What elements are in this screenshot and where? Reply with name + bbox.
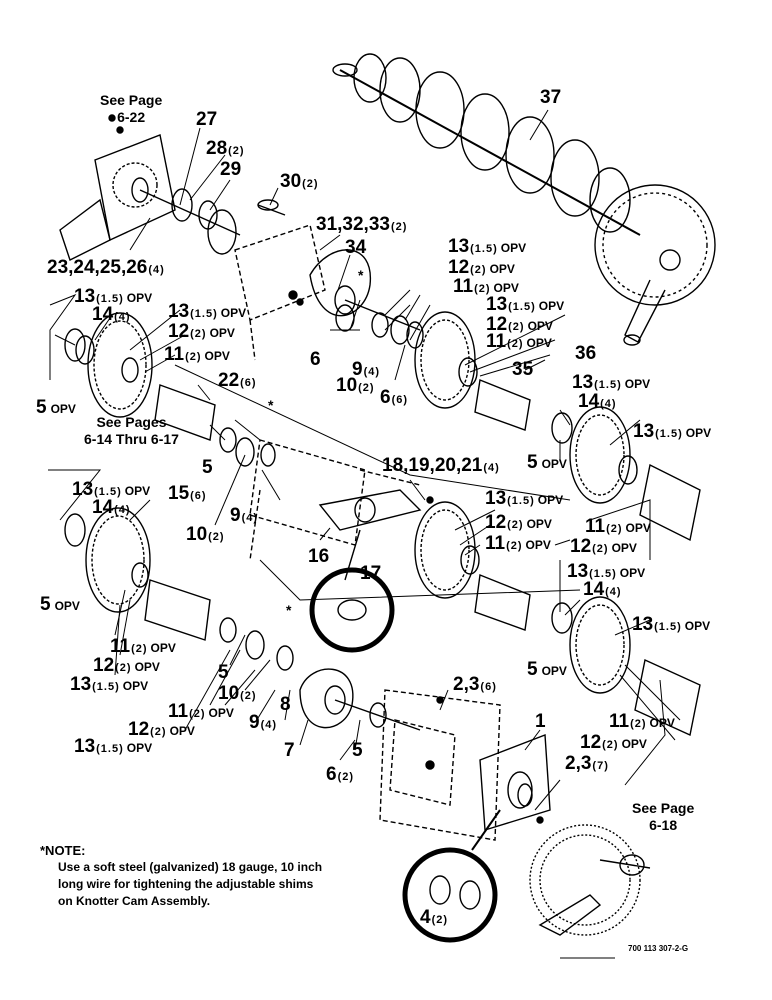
callout-13-d: 13(1.5)OPV [486,294,565,315]
callout-5-b: 5 [218,662,229,683]
knotter-disc-lower-center [414,501,480,599]
note-body: Use a soft steel (galvanized) 18 gauge, … [58,860,323,908]
knotter-disc-upper-left [64,312,153,418]
callout-8: 8 [280,694,291,715]
leader-lines [48,109,681,811]
callout-35: 35 [512,359,534,380]
callout-14-b: 14(4) [92,304,131,325]
callout-27: 27 [196,109,218,130]
lower-frame [379,689,501,841]
callout-28: 28(2) [206,138,245,159]
callout-11-b: 11(2)OPV [168,701,234,722]
callout-14-j: 14(4) [583,579,622,600]
callout-36: 36 [575,343,597,364]
callout-12-c: 12(2)OPV [168,321,235,342]
callout-37: 37 [540,87,562,108]
callout-12-j: 12(2)OPV [570,536,637,557]
callout-30: 30(2) [280,171,319,192]
callout-6-b: 6(6) [380,387,409,408]
callout-11-g: 11(2)OPV [485,533,551,554]
callout-13-e: 13(1.5)OPV [572,372,651,393]
knotter-body-upper [144,379,531,641]
frame-bracket-upper [234,224,326,361]
callout-5-c: 5 [352,740,363,761]
callout-18-19-20-21: 18,19,20,21(4) [382,455,500,476]
note-block: *NOTE: Use a soft steel (galvanized) 18 … [40,842,330,910]
callout-13-i: 13(1.5)OPV [70,674,149,695]
callout-13-h: 13(1.5)OPV [72,479,151,500]
callout-31-32-33: 31,32,33(2) [316,214,408,235]
callout-11-a: 11(2)OPV [453,276,519,297]
callout-11-j: 11(2)OPV [585,516,651,537]
callout-11-d: 11(2)OPV [486,331,552,352]
reference-page-6-18: See Page 6-18 [632,800,695,833]
callout-12-b: 12(2)OPV [128,719,195,740]
upper-bearing-assembly [59,134,286,261]
callout-1: 1 [535,711,546,732]
cam-plate [309,249,421,331]
star-marker-3: * [286,602,292,618]
callout-13-c: 13(1.5)OPV [168,301,247,322]
drawing-code: 700 113 307-2-G [628,944,689,953]
callout-14-h: 14(4) [92,497,131,518]
callout-2-3-b: 2,3(7) [565,753,609,774]
callout-13-k: 13(1.5)OPV [632,614,711,635]
callout-13-g: 13(1.5)OPV [485,488,564,509]
callout-11-c: 11(2)OPV [164,344,230,365]
note-heading: *NOTE: [40,843,86,858]
callout-9-c: 9(4) [249,712,278,733]
callout-2-3-a: 2,3(6) [453,674,497,695]
adjustable-shims [219,304,389,671]
callout-13-f: 13(1.5)OPV [633,421,712,442]
callout-9-b: 9(4) [230,505,259,526]
lower-cam-plate [299,668,421,731]
callout-10-c: 10(2) [218,683,257,704]
knotter-disc-lower-right [551,596,701,737]
callout-12-a: 12(2)OPV [448,257,515,278]
callout-10-a: 10(2) [336,375,375,396]
fasteners [108,114,544,824]
callout-13-l: 13(1.5)OPV [74,736,153,757]
callout-12-g: 12(2)OPV [485,512,552,533]
knotter-shaft-assembly [332,53,716,346]
callout-10-b: 10(2) [186,524,225,545]
callout-4: 4(2) [420,907,449,928]
callout-34: 34 [345,237,367,258]
callout-12-k: 12(2)OPV [580,732,647,753]
callout-22: 22(6) [218,370,257,391]
callout-17: 17 [360,563,382,584]
callout-12-i: 12(2)OPV [93,655,160,676]
reference-page-6-22: See Page 6-22 [100,92,163,125]
callout-9-a: 9(4) [352,359,381,380]
callout-5-a: 5 [202,457,213,478]
callout-13-b: 13(1.5)OPV [74,286,153,307]
callout-13-a: 13(1.5)OPV [448,236,527,257]
bearing-housing [479,734,551,831]
detail-circle-bushing [309,567,395,653]
callout-11-i: 11(2)OPV [110,636,176,657]
callout-29: 29 [220,159,242,180]
callout-11-k: 11(2)OPV [609,711,675,732]
callout-12-d: 12(2)OPV [486,314,553,335]
callout-13-j: 13(1.5)OPV [567,561,646,582]
callout-14-e: 14(4) [578,391,617,412]
lower-sprocket [529,824,641,936]
callout-23-24-25-26: 23,24,25,26(4) [47,257,165,278]
detail-circle-bearings [402,847,498,943]
star-marker-2: * [268,397,274,413]
star-marker-1: * [358,267,364,283]
callout-7: 7 [284,740,295,761]
knotter-disc-mid-left [64,507,151,613]
callout-6-c: 6(2) [326,764,355,785]
callout-15: 15(6) [168,483,207,504]
reference-pages-6-14: See Pages 6-14 Thru 6-17 [84,414,179,447]
callout-6-a: 6 [310,349,321,370]
callout-16: 16 [308,546,330,567]
